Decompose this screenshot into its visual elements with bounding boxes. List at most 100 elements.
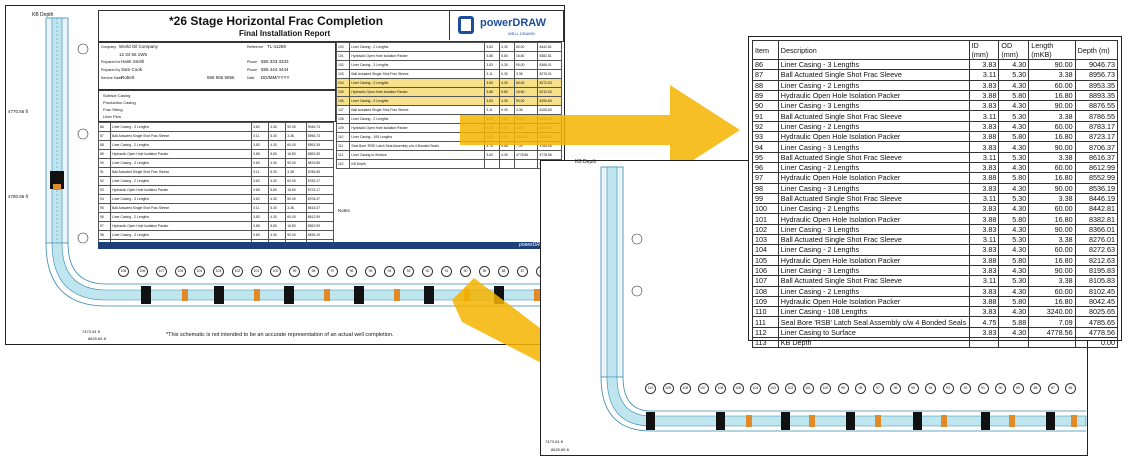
callout-node: 93	[942, 383, 954, 394]
callout-node: 96	[890, 383, 901, 394]
item-cell: 105	[335, 87, 351, 97]
id-cell: 3.11	[968, 69, 1000, 81]
description-cell: Liner Casing - 3 Lengths	[110, 122, 253, 132]
callout-node: 106	[137, 266, 148, 277]
depth-cell: 8786.55	[1074, 110, 1119, 122]
item-cell: 89	[752, 89, 779, 102]
id-cell: 3.11	[968, 275, 1000, 287]
description-cell: Liner Casing - 3 Lengths	[777, 141, 970, 153]
callout-node: 90	[460, 266, 471, 277]
item-cell: 96	[752, 161, 779, 174]
description-cell: Liner Casing - 3 Lengths	[777, 264, 970, 277]
od-cell: 5.80	[998, 131, 1030, 143]
notes-label: Notes	[338, 208, 350, 213]
od-cell: 5.80	[998, 213, 1030, 225]
id-cell: 3.83	[251, 176, 270, 186]
item-cell: 98	[752, 182, 779, 194]
od-cell: 4.30	[998, 326, 1030, 339]
prepared-by-value: Sam Cook	[121, 67, 143, 72]
item-cell: 108	[335, 114, 351, 124]
item-cell: 93	[97, 185, 112, 195]
callout-node: 88	[1030, 383, 1041, 394]
description-cell: Liner Casing - 3 Lengths	[777, 58, 970, 71]
report-subtitle: Final Installation Report	[239, 29, 331, 38]
length-cell: 3.38	[285, 131, 307, 141]
item-cell: 112	[335, 150, 351, 160]
callout-node: 100	[820, 383, 831, 394]
item-cell: 109	[752, 295, 779, 308]
od-cell: 5.30	[268, 203, 287, 213]
description-cell: Hydraulic Open Hole Isolation Packer	[110, 185, 253, 195]
description-cell: KB Depth	[777, 337, 970, 349]
od-cell: 5.30	[998, 110, 1030, 122]
service-label: Service Sales	[101, 76, 123, 80]
od-cell: 4.30	[998, 58, 1030, 71]
depth-label-7473: 7473.04 ft	[82, 329, 100, 334]
depth-cell: 8616.37	[305, 203, 335, 213]
length-cell: 90.00	[1028, 58, 1076, 71]
od-cell: 4.30	[268, 212, 287, 222]
callout-node: 108	[680, 383, 691, 394]
depth-cell: 8442.81	[537, 42, 562, 52]
callout-node: 94	[925, 383, 936, 394]
callout-node: 100	[270, 266, 281, 277]
depth-cell: 8536.19	[1074, 182, 1119, 194]
description-cell: Liner Casing - 3 Lengths	[110, 230, 253, 240]
length-cell: 16.80	[1028, 213, 1076, 225]
prepared-for-value: Hank Smith	[121, 59, 145, 64]
od-cell: 4.30	[998, 182, 1030, 194]
id-cell: 3.83	[968, 120, 1000, 133]
length-cell: 7.09	[1028, 316, 1076, 328]
id-cell: 3.83	[968, 58, 1000, 71]
item-cell: 89	[97, 149, 112, 159]
od-cell: 5.80	[998, 89, 1030, 102]
description-cell: Ball Actuated Single Shot Frac Sleeve	[777, 192, 970, 205]
item-cell: 107	[752, 275, 779, 287]
od-cell: 4.30	[998, 285, 1030, 297]
length-cell: 60.00	[513, 42, 539, 52]
id-cell: 3.11	[968, 110, 1000, 122]
phone3-value: 555 555 5555	[207, 75, 235, 80]
description-cell: Ball Actuated Single Shot Frac Sleeve	[110, 203, 253, 213]
item-cell: 90	[97, 158, 112, 168]
id-cell: 3.11	[968, 151, 1000, 163]
item-cell: 88	[97, 140, 112, 150]
col-od: OD (mm)	[998, 40, 1030, 60]
od-cell: 4.30	[998, 100, 1030, 112]
id-cell: 3.83	[968, 100, 1000, 112]
depth-cell: 8025.65	[1074, 306, 1119, 318]
depth-cell: 8706.37	[1074, 141, 1119, 153]
length-cell: 3.38	[1028, 151, 1076, 163]
length-cell: 3.38	[285, 203, 307, 213]
description-cell: Liner Casing - 108 Lengths	[777, 306, 970, 318]
callout-node: 88	[498, 266, 509, 277]
description-cell: Liner Casing to Surface	[777, 326, 970, 339]
od-cell: 4.30	[998, 244, 1030, 256]
item-cell: 91	[752, 110, 779, 122]
item-cell: 86	[752, 58, 779, 71]
callout-node: 103	[767, 383, 779, 394]
callout-node: 97	[872, 383, 884, 394]
callout-node: 107	[697, 383, 709, 394]
depth-cell: 8612.99	[305, 212, 335, 222]
length-cell: 90.00	[1028, 100, 1076, 112]
prepared-for-label: Prepared for	[101, 60, 121, 64]
item-cell: 95	[97, 203, 112, 213]
item-cell: 90	[752, 100, 779, 112]
depth-label-4780: 4780.86 ft	[8, 194, 29, 199]
callout-node: 110	[645, 383, 656, 394]
table-header-row: Item Description ID (mm) OD (mm) Length …	[752, 40, 1119, 60]
description-cell: Hydraulic Open Hole Isolation Packer	[110, 149, 253, 159]
